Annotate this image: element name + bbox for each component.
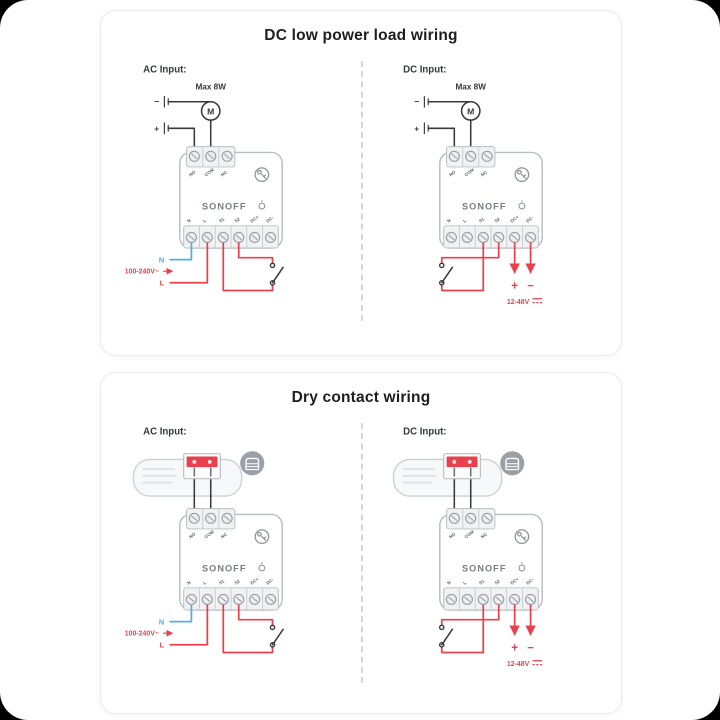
sonoff-device (180, 147, 282, 248)
dc-source: − + (414, 95, 429, 135)
external-switch (438, 242, 500, 292)
sonoff-device (440, 147, 542, 248)
supply-voltage-label: 12-48V (507, 661, 530, 668)
diagram-dc-low-power-ac-input: AC Input: Max 8W − + M N L 100-240V~ (125, 64, 284, 292)
diagram-dry-contact-dc-input: DC Input: + − 12-48V (392, 426, 606, 668)
external-switch (222, 604, 284, 654)
panel-divider (361, 423, 363, 683)
input-type-label: DC Input: (403, 426, 446, 437)
supply-voltage-label: 100-240V~ (125, 631, 159, 638)
neutral-label: N (159, 256, 165, 265)
panel-divider (361, 61, 363, 321)
diagram-dry-contact-ac-input: AC Input: N L 100-240V~ (125, 426, 284, 654)
dc-plus-label: + (511, 281, 518, 293)
sonoff-device (180, 509, 282, 610)
supply-voltage-label: 12-48V (507, 299, 530, 306)
motor-icon: M (460, 100, 481, 121)
source-plus-label: + (414, 124, 419, 134)
input-type-label: AC Input: (143, 64, 186, 75)
external-switch (222, 242, 284, 292)
dc-current-symbol (532, 298, 543, 304)
dc-minus-label: − (527, 643, 534, 655)
wire-neutral (169, 604, 193, 623)
dc-minus-label: − (527, 281, 534, 293)
wire-neutral (169, 242, 193, 261)
source-minus-label: − (414, 97, 419, 107)
dc-plus-label: + (511, 643, 518, 655)
diagram-dc-low-power-dc-input: DC Input: Max 8W − + M (403, 64, 606, 306)
dc-current-symbol (532, 660, 543, 666)
wire-live (169, 604, 209, 646)
source-minus-label: − (154, 97, 159, 107)
live-label: L (160, 279, 165, 288)
neutral-label: N (159, 618, 165, 627)
sonoff-device (440, 509, 542, 610)
max-load-label: Max 8W (455, 83, 486, 92)
external-switch (438, 604, 500, 654)
live-label: L (160, 641, 165, 650)
supply-voltage-label: 100-240V~ (125, 269, 159, 276)
motor-icon: M (200, 100, 221, 121)
panel-title: DC low power load wiring (264, 27, 458, 44)
motor-label: M (207, 106, 214, 116)
input-type-label: DC Input: (403, 64, 446, 75)
panel-dc-low-power-load-wiring: DC low power load wiring AC Input: Max 8… (100, 10, 622, 356)
motor-label: M (467, 106, 474, 116)
source-plus-label: + (154, 124, 159, 134)
dc-source: − + (154, 95, 169, 135)
wire-live (169, 242, 209, 284)
max-load-label: Max 8W (195, 83, 226, 92)
panel-dry-contact-wiring: Dry contact wiring AC Input: N L 100-240… (100, 372, 622, 714)
input-type-label: AC Input: (143, 426, 186, 437)
panel-title: Dry contact wiring (291, 389, 431, 406)
